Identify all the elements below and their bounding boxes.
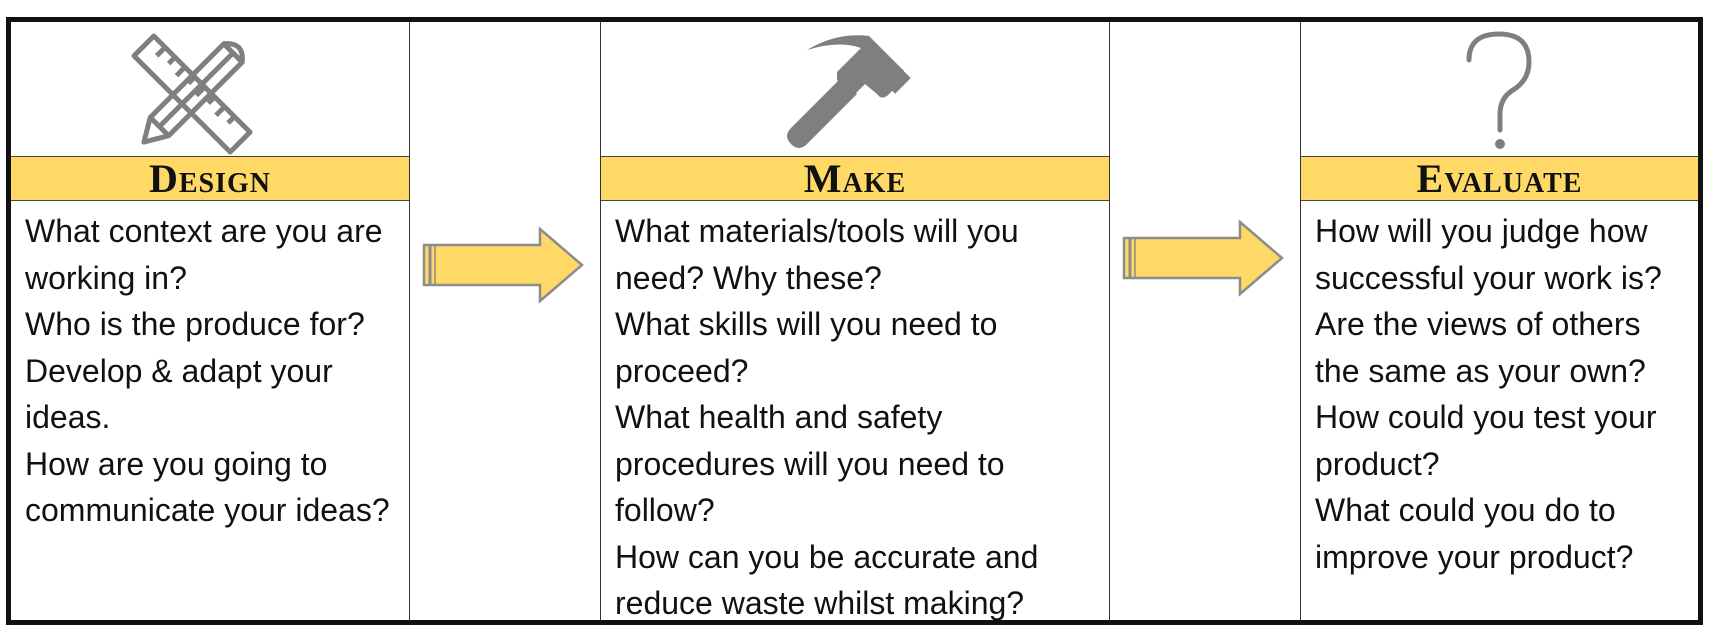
stage-title: Design — [11, 156, 409, 201]
make-icon-area — [601, 22, 1109, 156]
column-divider — [600, 22, 601, 620]
question-item: How can you be accurate and reduce waste… — [615, 538, 1039, 622]
question-item: What materials/tools will you need? Why … — [615, 213, 1019, 296]
question-item: Who is the produce for? — [25, 306, 365, 342]
design-icon-area — [11, 22, 409, 156]
question-item: What could you do to improve your produc… — [1315, 492, 1634, 575]
column-divider — [1109, 22, 1110, 620]
question-item: How are you going to communicate your id… — [25, 445, 390, 529]
stage-title: Evaluate — [1301, 156, 1698, 201]
stage-title: Make — [601, 156, 1109, 201]
question-list: What context are you are working in? Who… — [25, 208, 403, 534]
question-item: How could you test your product? — [1315, 399, 1657, 482]
process-frame — [6, 17, 1703, 625]
column-divider — [409, 22, 410, 620]
question-list: What materials/tools will you need? Why … — [615, 208, 1103, 627]
question-list: How will you judge how successful your w… — [1315, 208, 1692, 580]
hammer-icon — [787, 35, 911, 148]
question-item: Are the views of others the same as your… — [1315, 306, 1646, 389]
arrow-right-icon — [422, 226, 584, 304]
arrow-right-icon — [1122, 219, 1284, 297]
evaluate-icon-area — [1301, 22, 1698, 156]
column-divider — [1300, 22, 1301, 620]
stage-design: Design What context are you are working … — [11, 22, 409, 620]
stage-evaluate: Evaluate How will you judge how successf… — [1301, 22, 1698, 620]
question-item: What health and safety procedures will y… — [615, 399, 1005, 528]
question-item: What skills will you need to proceed? — [615, 306, 998, 389]
question-item: Develop & adapt your ideas. — [25, 352, 333, 436]
question-item: How will you judge how successful your w… — [1315, 213, 1662, 296]
stage-make: Make What materials/tools will you need?… — [601, 22, 1109, 621]
question-item: What context are you are working in? — [25, 213, 383, 296]
ruler-pencil-icon — [131, 33, 253, 155]
question-mark-icon — [1466, 31, 1532, 149]
